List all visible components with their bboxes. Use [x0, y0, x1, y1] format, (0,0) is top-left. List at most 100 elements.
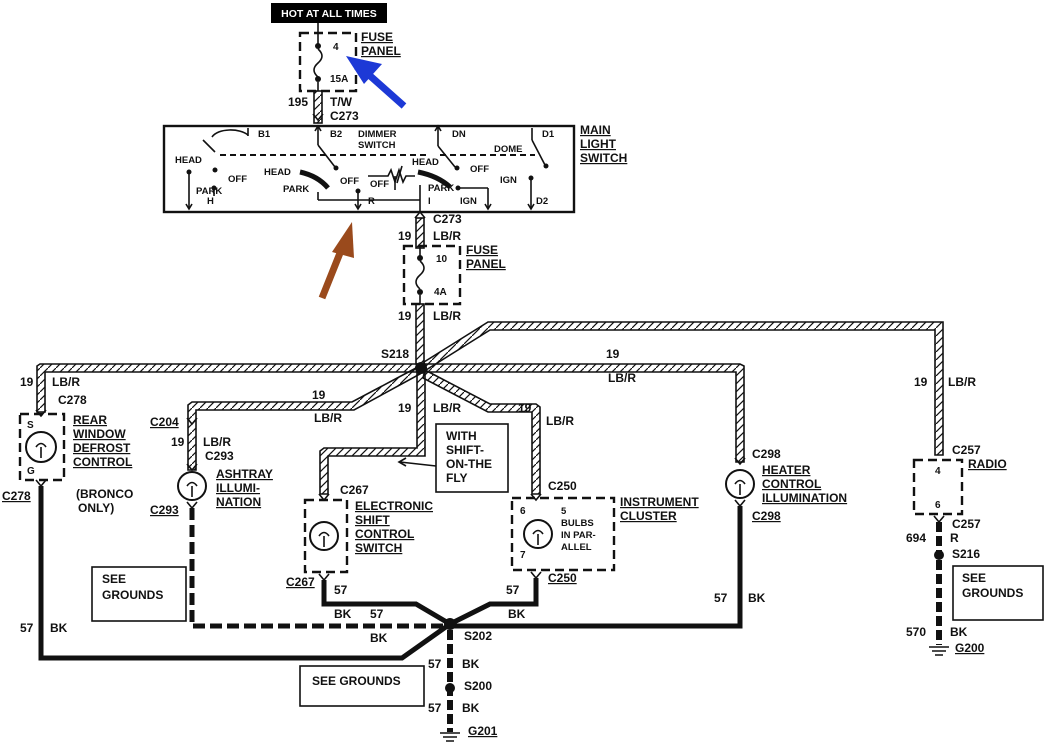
- svg-text:CONTROL: CONTROL: [762, 477, 821, 491]
- svg-text:DEFROST: DEFROST: [73, 441, 131, 455]
- svg-text:6: 6: [520, 506, 526, 517]
- svg-text:C298: C298: [752, 509, 781, 523]
- svg-text:IGN: IGN: [460, 196, 477, 207]
- svg-text:G200: G200: [955, 641, 985, 655]
- svg-text:BK: BK: [950, 625, 968, 639]
- svg-text:PANEL: PANEL: [361, 44, 401, 58]
- svg-text:19: 19: [606, 347, 620, 361]
- svg-text:PARK: PARK: [283, 184, 309, 195]
- see-grounds-box-bottom: SEE GROUNDS: [299, 665, 425, 707]
- svg-text:D1: D1: [542, 129, 555, 140]
- ashtray-illumination: C204 19 LB/R C293 ASHTRAY ILLUMI- NATION…: [150, 415, 273, 517]
- instrument-cluster: C250 6 7 5 BULBS IN PAR- ALLEL INSTRUMEN…: [510, 479, 699, 585]
- fuse-panel-mid: 10 4A FUSE PANEL: [402, 243, 506, 306]
- svg-text:ALLEL: ALLEL: [561, 542, 592, 553]
- svg-text:SWITCH: SWITCH: [580, 151, 627, 165]
- svg-text:MAIN: MAIN: [580, 123, 611, 137]
- svg-text:19: 19: [914, 375, 928, 389]
- svg-text:(BRONCO: (BRONCO: [76, 487, 133, 501]
- svg-text:ON-THE: ON-THE: [446, 457, 492, 471]
- svg-text:C298: C298: [752, 447, 781, 461]
- svg-text:B1: B1: [258, 129, 271, 140]
- svg-text:C250: C250: [548, 571, 577, 585]
- svg-text:LB/R: LB/R: [433, 309, 461, 323]
- svg-text:19: 19: [398, 401, 412, 415]
- svg-text:BK: BK: [50, 621, 68, 635]
- svg-text:694: 694: [906, 531, 926, 545]
- svg-text:4A: 4A: [434, 287, 447, 298]
- svg-text:BK: BK: [462, 701, 480, 715]
- svg-text:C273: C273: [433, 212, 462, 226]
- svg-text:OFF: OFF: [228, 174, 247, 185]
- svg-text:57: 57: [714, 591, 728, 605]
- svg-text:OFF: OFF: [470, 164, 489, 175]
- svg-text:5: 5: [561, 506, 567, 517]
- svg-text:ASHTRAY: ASHTRAY: [216, 467, 273, 481]
- svg-text:ILLUMINATION: ILLUMINATION: [762, 491, 847, 505]
- see-grounds-box-left: SEE GROUNDS: [91, 566, 187, 622]
- svg-text:PARK: PARK: [428, 183, 454, 194]
- svg-text:4: 4: [333, 42, 339, 53]
- svg-text:4: 4: [935, 466, 941, 477]
- fuse-panel-top-label: FUSE: [361, 30, 393, 44]
- svg-text:OFF: OFF: [340, 176, 359, 187]
- svg-text:BK: BK: [508, 607, 526, 621]
- s218-splice: [415, 362, 427, 374]
- svg-text:LB/R: LB/R: [314, 411, 342, 425]
- wire-19-feed: C273 19 LB/R: [398, 210, 462, 249]
- svg-text:C278: C278: [2, 489, 31, 503]
- svg-text:ELECTRONIC: ELECTRONIC: [355, 499, 433, 513]
- svg-text:HEATER: HEATER: [762, 463, 811, 477]
- svg-text:LB/R: LB/R: [433, 401, 461, 415]
- fuse-panel-mid-label: FUSE: [466, 243, 498, 257]
- svg-text:C293: C293: [150, 503, 179, 517]
- svg-text:195: 195: [288, 95, 308, 109]
- svg-text:57: 57: [506, 583, 520, 597]
- svg-text:LB/R: LB/R: [52, 375, 80, 389]
- svg-text:19: 19: [398, 309, 412, 323]
- svg-text:57: 57: [370, 607, 384, 621]
- svg-text:R: R: [950, 531, 959, 545]
- svg-text:19: 19: [20, 375, 34, 389]
- hot-at-all-times-badge: HOT AT ALL TIMES: [271, 3, 387, 23]
- heater-control-illumination: C298 HEATER CONTROL ILLUMINATION C298: [725, 447, 847, 523]
- radio: C257 4 6 RADIO C257 694 R S216 SEE GROUN…: [906, 443, 1044, 656]
- svg-text:CLUSTER: CLUSTER: [620, 509, 677, 523]
- svg-text:57: 57: [20, 621, 34, 635]
- svg-text:DN: DN: [452, 129, 466, 140]
- svg-text:C204: C204: [150, 415, 179, 429]
- svg-text:S218: S218: [381, 347, 409, 361]
- brown-arrow-icon: [318, 222, 354, 300]
- svg-text:BK: BK: [462, 657, 480, 671]
- svg-text:HOT AT ALL TIMES: HOT AT ALL TIMES: [281, 8, 377, 20]
- svg-text:GROUNDS: GROUNDS: [102, 588, 163, 602]
- s218-distribution: [36, 321, 944, 495]
- svg-text:LIGHT: LIGHT: [580, 137, 617, 151]
- svg-text:SEE: SEE: [962, 571, 986, 585]
- svg-text:INSTRUMENT: INSTRUMENT: [620, 495, 699, 509]
- svg-text:HEAD: HEAD: [264, 167, 291, 178]
- svg-text:57: 57: [428, 701, 442, 715]
- svg-text:CONTROL: CONTROL: [355, 527, 414, 541]
- svg-text:B2: B2: [330, 129, 342, 140]
- svg-text:D2: D2: [536, 196, 548, 207]
- svg-text:G: G: [27, 466, 35, 477]
- svg-text:19: 19: [398, 229, 412, 243]
- svg-text:LB/R: LB/R: [546, 414, 574, 428]
- svg-text:19: 19: [518, 401, 532, 415]
- svg-text:15A: 15A: [330, 74, 348, 85]
- shift-on-the-fly-note: WITH SHIFT- ON-THE FLY: [397, 423, 509, 493]
- svg-text:BK: BK: [370, 631, 388, 645]
- svg-text:6: 6: [935, 500, 941, 511]
- svg-text:C257: C257: [952, 443, 981, 457]
- s202-splice: [444, 618, 456, 630]
- svg-text:RADIO: RADIO: [968, 457, 1007, 471]
- svg-text:570: 570: [906, 625, 926, 639]
- svg-text:ONLY): ONLY): [78, 501, 114, 515]
- electronic-shift-control-switch: C267 ELECTRONIC SHIFT CONTROL SWITCH C26…: [286, 483, 433, 589]
- svg-text:R: R: [368, 196, 375, 207]
- svg-text:T/W: T/W: [330, 95, 353, 109]
- svg-text:S: S: [27, 420, 34, 431]
- svg-text:LB/R: LB/R: [203, 435, 231, 449]
